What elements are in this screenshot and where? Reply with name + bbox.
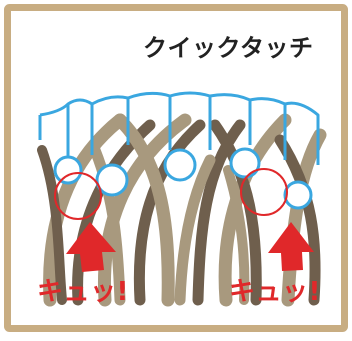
hair-strands-icon: [37, 113, 327, 307]
comb-teeth-icon: [38, 91, 320, 165]
diagram-title: クイックタッチ: [143, 34, 314, 62]
contact-circle-icon: [54, 168, 288, 220]
squeeze-label-left: キュッ!: [37, 277, 129, 307]
squeeze-label-right: キュッ!: [229, 277, 321, 307]
comb-tooth-tips: [53, 147, 313, 210]
up-arrow-icon: [66, 222, 314, 272]
